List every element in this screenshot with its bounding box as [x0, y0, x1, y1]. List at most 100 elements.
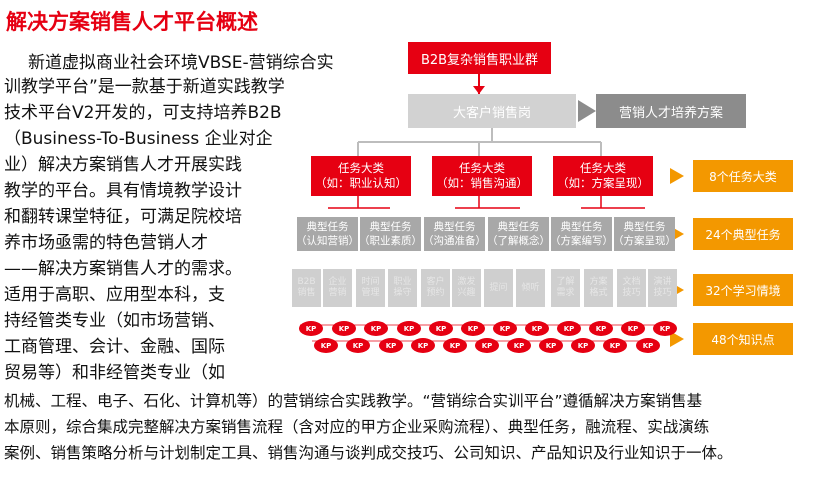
learning-situation-box: 倾听: [516, 269, 545, 307]
learning-situation-box: 时间管理: [356, 269, 385, 307]
training-plan-box: 营销人才培养方案: [596, 94, 746, 128]
typical-task-example: （认知营销）: [296, 235, 359, 247]
typical-task-title: 典型任务: [369, 221, 412, 233]
typical-task-example: （沟通准备）: [423, 235, 486, 247]
knowledge-point: KP: [379, 338, 403, 353]
paragraph-line: 养市场亟需的特色营销人才: [4, 233, 208, 253]
typical-task-box: 典型任务 （方案编写）: [550, 217, 613, 251]
learning-situation-box: 方案格式: [584, 269, 613, 307]
knowledge-point: KP: [443, 338, 467, 353]
paragraph-line: 案例、销售策略分析与计划制定工具、销售沟通与谈判成交技巧、公司知识、产品知识及行…: [4, 444, 733, 462]
knowledge-point: KP: [346, 338, 370, 353]
situation-line: 提问: [489, 282, 508, 293]
situation-line: 方案: [589, 277, 608, 287]
knowledge-point: KP: [507, 338, 531, 353]
situation-line: 兴趣: [457, 288, 476, 298]
typical-task-count-box: 24个典型任务: [693, 218, 793, 250]
situation-line: 演讲: [653, 277, 672, 287]
task-category-box: 任务大类 （如：销售沟通）: [432, 156, 532, 196]
paragraph-line: 贸易等）和非经管类专业（如: [4, 363, 225, 383]
learning-situation-box: 客户预约: [421, 269, 450, 307]
learning-situation-box: 企业营销: [323, 269, 352, 307]
knowledge-point: KP: [411, 338, 435, 353]
paragraph-line: 和翻转课堂特征，可满足院校培: [4, 207, 242, 227]
knowledge-point: KP: [571, 338, 595, 353]
paragraph-line: 业）解决方案销售人才开展实践: [4, 155, 242, 175]
situation-line: 销售: [297, 288, 316, 298]
task-category-example: （如：销售沟通）: [436, 176, 528, 190]
situation-line: 了解: [556, 277, 575, 287]
paragraph-line: 训教学平台”是一款基于新道实践教学: [4, 77, 285, 97]
learning-situation-box: 职业操守: [388, 269, 417, 307]
typical-task-title: 典型任务: [623, 221, 666, 233]
knowledge-point: KP: [364, 321, 388, 336]
situation-line: 企业: [328, 277, 347, 287]
learning-situation-box: 文档技巧: [617, 269, 646, 307]
learning-situation-count-box: 32个学习情境: [693, 274, 793, 306]
task-category-box: 任务大类 （如：职业认知）: [311, 156, 411, 196]
task-category-box: 任务大类 （如：方案呈现）: [553, 156, 653, 196]
typical-task-title: 典型任务: [306, 221, 349, 233]
task-category-title: 任务大类: [580, 161, 626, 175]
typical-task-example: （方案编写）: [550, 235, 613, 247]
typical-task-title: 典型任务: [560, 221, 603, 233]
situation-line: 时间: [361, 277, 380, 287]
paragraph-line: 本原则，综合集成完整解决方案销售流程（含对应的甲方企业采购流程）、典型任务，融流…: [4, 418, 710, 436]
typical-task-box: 典型任务 （了解概念）: [487, 217, 550, 251]
knowledge-point: KP: [475, 338, 499, 353]
learning-situation-box: 了解需求: [551, 269, 580, 307]
situation-line: 格式: [589, 288, 608, 298]
knowledge-point: KP: [493, 321, 517, 336]
situation-line: 预约: [426, 288, 445, 298]
knowledge-point: KP: [557, 321, 581, 336]
paragraph-line: 教学的平台。具有情境教学设计: [4, 181, 242, 201]
paragraph-line: 新道虚拟商业社会环境VBSE-营销综合实: [28, 53, 334, 73]
paragraph-line: 机械、工程、电子、石化、计算机等）的营销综合实践教学。“营销综合实训平台”遵循解…: [4, 392, 703, 410]
paragraph-line: 持经管类专业（如市场营销、: [4, 311, 225, 331]
knowledge-point: KP: [539, 338, 563, 353]
paragraph-line: 技术平台V2开发的，可支持培养B2B: [4, 103, 282, 123]
typical-task-box: 典型任务 （方案呈现）: [613, 217, 676, 251]
situation-line: 需求: [556, 288, 575, 298]
knowledge-point: KP: [429, 321, 453, 336]
typical-task-box: 典型任务 （认知营销）: [296, 217, 359, 251]
learning-situation-box: 激发兴趣: [452, 269, 481, 307]
situation-line: B2B: [297, 277, 316, 287]
knowledge-point-count-box: 48个知识点: [693, 323, 793, 355]
knowledge-point: KP: [589, 321, 613, 336]
typical-task-title: 典型任务: [433, 221, 476, 233]
knowledge-point: KP: [299, 321, 323, 336]
typical-task-box: 典型任务 （职业素质）: [359, 217, 422, 251]
typical-task-example: （方案呈现）: [613, 235, 676, 247]
learning-situation-box: 提问: [484, 269, 513, 307]
paragraph-line: （Business-To-Business 企业对企: [4, 129, 273, 149]
situation-line: 激发: [457, 277, 476, 287]
knowledge-point: KP: [603, 338, 627, 353]
paragraph-line: 适用于高职、应用型本科，支: [4, 285, 225, 305]
task-category-example: （如：职业认知）: [315, 176, 407, 190]
category-count-box: 8个任务大类: [693, 160, 793, 192]
situation-line: 文档: [622, 277, 641, 287]
paragraph-line: 工商管理、会计、金融、国际: [4, 337, 225, 357]
page-title: 解决方案销售人才平台概述: [6, 10, 258, 34]
knowledge-point: KP: [636, 338, 660, 353]
job-group-box: B2B复杂销售职业群: [408, 42, 551, 74]
knowledge-point: KP: [525, 321, 549, 336]
situation-line: 职业: [393, 277, 412, 287]
task-category-example: （如：方案呈现）: [557, 176, 649, 190]
situation-line: 倾听: [521, 282, 540, 293]
knowledge-point: KP: [653, 321, 677, 336]
paragraph-line: ——解决方案销售人才的需求。: [4, 259, 242, 279]
situation-line: 技巧: [622, 288, 641, 298]
learning-situation-box: 演讲技巧: [648, 269, 677, 307]
position-box: 大客户销售岗: [408, 94, 576, 128]
knowledge-point: KP: [461, 321, 485, 336]
typical-task-box: 典型任务 （沟通准备）: [423, 217, 486, 251]
situation-line: 管理: [361, 288, 380, 298]
task-category-title: 任务大类: [459, 161, 505, 175]
knowledge-point: KP: [314, 338, 338, 353]
situation-line: 技巧: [653, 288, 672, 298]
typical-task-title: 典型任务: [497, 221, 540, 233]
situation-line: 操守: [393, 288, 412, 298]
